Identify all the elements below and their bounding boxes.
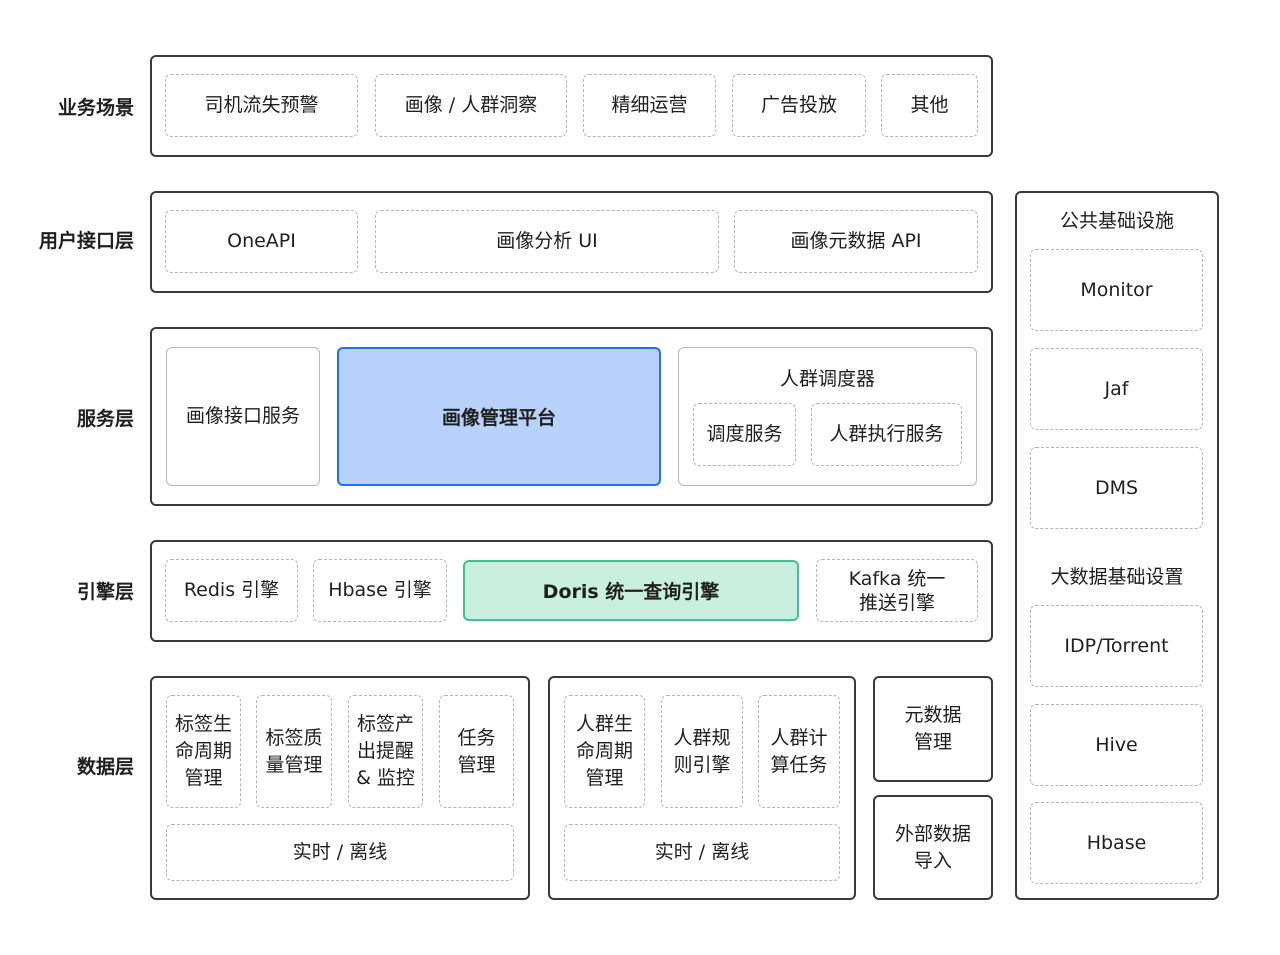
infra-item-idp-torrent: IDP/Torrent [1030,605,1203,687]
data-tag-quality-management: 标签质 量管理 [256,695,332,808]
layer-label-service: 服务层 [76,408,134,430]
infra-item-monitor: Monitor [1030,249,1203,331]
business-item-profile-insight: 画像 / 人群洞察 [375,74,567,137]
service-profile-management-platform: 画像管理平台 [337,347,661,486]
bigdata-infra-title: 大数据基础设置 [1050,566,1184,588]
business-item-other: 其他 [881,74,978,137]
business-item-ad-delivery: 广告投放 [732,74,866,137]
engine-item-doris-unified-query: Doris 统一查询引擎 [463,560,799,621]
infra-item-hbase: Hbase [1030,802,1203,884]
business-item-fine-operations: 精细运营 [583,74,716,137]
data-crowd-compute-task: 人群计 算任务 [758,695,840,808]
data-crowd-realtime-offline: 实时 / 离线 [564,824,840,881]
data-external-import: 外部数据 导入 [873,795,993,900]
ui-item-profile-metadata-api: 画像元数据 API [734,210,978,273]
layer-label-user-interface: 用户接口层 [38,230,134,252]
engine-item-kafka-unified-push: Kafka 统一 推送引擎 [816,559,978,622]
ui-item-profile-analysis-ui: 画像分析 UI [375,210,719,273]
engine-item-hbase: Hbase 引擎 [313,559,447,622]
infra-item-hive: Hive [1030,704,1203,786]
layer-label-engine: 引擎层 [76,581,134,603]
data-tag-lifecycle-management: 标签生 命周期 管理 [166,695,241,808]
data-task-management: 任务 管理 [439,695,514,808]
layer-label-data: 数据层 [76,756,134,778]
scheduler-item-scheduling-service: 调度服务 [693,403,796,466]
data-crowd-rule-engine: 人群规 则引擎 [661,695,743,808]
data-tag-realtime-offline: 实时 / 离线 [166,824,514,881]
public-infra-title: 公共基础设施 [1059,210,1174,232]
infra-item-dms: DMS [1030,447,1203,529]
data-metadata-management: 元数据 管理 [873,676,993,782]
service-profile-api: 画像接口服务 [166,347,320,486]
engine-item-redis: Redis 引擎 [165,559,298,622]
layer-label-business: 业务场景 [57,97,134,119]
ui-item-oneapi: OneAPI [165,210,358,273]
infra-item-jaf: Jaf [1030,348,1203,430]
data-crowd-lifecycle-management: 人群生 命周期 管理 [564,695,645,808]
scheduler-item-crowd-execution-service: 人群执行服务 [811,403,962,466]
crowd-scheduler-title: 人群调度器 [779,368,875,390]
business-item-driver-churn-alert: 司机流失预警 [165,74,358,137]
data-tag-output-alert-monitor: 标签产 出提醒 & 监控 [348,695,423,808]
